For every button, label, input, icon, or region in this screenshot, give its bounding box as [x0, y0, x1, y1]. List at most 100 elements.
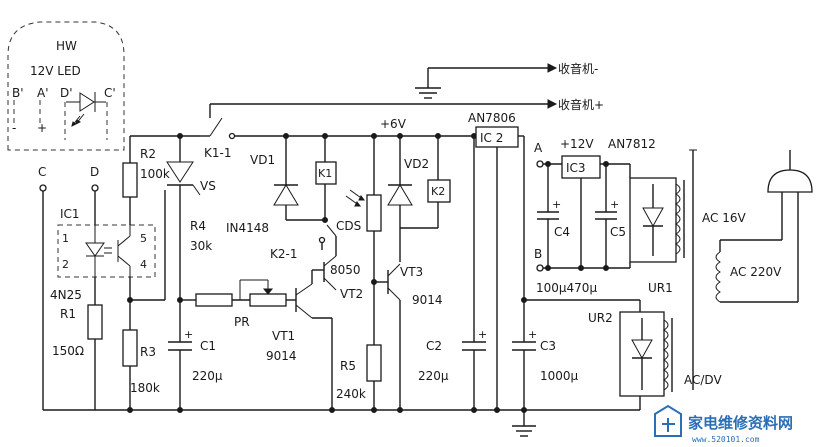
radio-minus-label: 收音机-	[558, 61, 598, 76]
hw-label: HW	[56, 39, 77, 53]
b-label: B	[534, 247, 542, 261]
ic3-regulator: IC3 +12V AN7812	[560, 137, 656, 271]
c1-capacitor: + C1 220μ	[168, 300, 223, 410]
a-label: A	[534, 141, 543, 155]
k2-1-label: K2-1	[270, 247, 297, 261]
8050-transistor: 8050 VT2	[312, 244, 363, 301]
k1-label: K1	[318, 167, 332, 180]
c-prime-label: C'	[104, 86, 116, 100]
ur1-bridge: UR1	[629, 164, 685, 295]
c3-label: C3	[540, 339, 556, 353]
ic1-optocoupler: IC1 1 2 5 4	[57, 207, 156, 278]
r1-value: 150Ω	[52, 344, 84, 358]
ic1-label: IC1	[60, 207, 80, 221]
r3-value: 180k	[130, 381, 160, 395]
k1-1-label: K1-1	[204, 146, 231, 160]
watermark-title: 家电维修资料网	[688, 414, 793, 432]
watermark: 家电维修资料网 www.520101.com	[654, 404, 793, 444]
ic2-regulator: IC 2 AN7806	[468, 111, 525, 410]
k2-relay: K2	[427, 133, 451, 228]
led-12v-label: 12V LED	[30, 64, 81, 78]
vs-thyristor: VS	[166, 136, 216, 300]
c4-plus: +	[552, 198, 561, 211]
r2-value: 100k	[140, 167, 170, 181]
ic2-label: IC 2	[480, 131, 503, 145]
c3-capacitor: + C3 1000μ	[512, 297, 579, 410]
c2-plus: +	[478, 328, 487, 341]
r4-label: R4	[190, 219, 206, 233]
pr-potentiometer	[249, 293, 287, 307]
vt1-value: 9014	[266, 349, 297, 363]
power-plug-icon	[767, 150, 813, 200]
r5-value: 240k	[336, 387, 366, 401]
cds-label: CDS	[336, 219, 361, 233]
r2-resistor: R2 100k	[122, 136, 170, 225]
minus-label: -	[12, 121, 16, 135]
c4-capacitor: + C4	[537, 161, 570, 271]
k2-label: K2	[431, 185, 445, 198]
ur1-label: UR1	[648, 281, 673, 295]
c1-value: 220μ	[192, 369, 223, 383]
d-label: D	[90, 165, 99, 179]
c1-plus: +	[184, 328, 193, 341]
plus-12v-label: +12V	[560, 137, 594, 151]
watermark-url: www.520101.com	[692, 435, 760, 444]
vt3-transistor: VT3 9014	[371, 228, 443, 410]
pin4-label: 4	[140, 258, 147, 271]
c2-capacitor: + C2 220μ	[418, 133, 487, 410]
r1-label: R1	[60, 307, 76, 321]
pin5-label: 5	[140, 232, 147, 245]
4n25-label: 4N25	[50, 288, 82, 302]
pr-label: PR	[234, 315, 250, 329]
an7812-label: AN7812	[608, 137, 656, 151]
k1-1-switch: K1-1	[200, 117, 474, 160]
ac-220v-label: AC 220V	[730, 265, 782, 279]
vd1-label: VD1	[250, 153, 275, 167]
pin2-label: 2	[62, 258, 69, 271]
c2-label: C2	[426, 339, 442, 353]
c-label: C	[38, 165, 46, 179]
c5-plus: +	[610, 198, 619, 211]
ac-dv-label: AC/DV	[684, 373, 722, 387]
plus-6v-label: +6V	[380, 117, 407, 131]
vd2-label: VD2	[404, 157, 429, 171]
ic3-label: IC3	[566, 161, 586, 175]
vt3-value: 9014	[412, 293, 443, 307]
radio-plus-label: 收音机+	[558, 97, 604, 112]
c5-label: C5	[610, 225, 626, 239]
vt3-label: VT3	[400, 265, 423, 279]
r1-resistor: R1 150Ω	[52, 277, 103, 410]
r4-resistor	[195, 293, 233, 307]
vt1-transistor: VT1 9014	[266, 270, 333, 410]
main-transformer: AC 16V AC 220V	[689, 149, 799, 390]
vd1-diode: VD1 IN4148	[226, 133, 325, 235]
hw-led-enclosure: HW 12V LED B' A' D' C' - +	[7, 21, 125, 151]
a-prime-label: A'	[37, 86, 49, 100]
an7806-label: AN7806	[468, 111, 516, 125]
c3-value: 1000μ	[540, 369, 579, 383]
k2-1-switch: K2-1	[270, 224, 337, 261]
c4-label: C4	[554, 225, 570, 239]
c1-label: C1	[200, 339, 216, 353]
ac-16v-label: AC 16V	[702, 211, 746, 225]
c45-values: 100μ470μ	[536, 281, 597, 295]
b-prime-label: B'	[12, 86, 24, 100]
8050-label: 8050	[330, 263, 361, 277]
vs-label: VS	[200, 179, 216, 193]
r3-resistor: R3 180k	[122, 300, 160, 410]
in4148-label: IN4148	[226, 221, 269, 235]
r2-label: R2	[140, 147, 156, 161]
c2-value: 220μ	[418, 369, 449, 383]
c5-capacitor: + C5	[595, 161, 626, 271]
c3-plus: +	[528, 328, 537, 341]
vt1-label: VT1	[272, 329, 295, 343]
plus-label: +	[37, 121, 47, 135]
cd-terminals: C D	[38, 165, 99, 410]
k1-relay: K1	[315, 133, 337, 223]
d-prime-label: D'	[60, 86, 73, 100]
vt2-label: VT2	[340, 287, 363, 301]
r5-label: R5	[340, 359, 356, 373]
ur2-bridge: UR2	[524, 299, 673, 410]
r4-value: 30k	[190, 239, 212, 253]
